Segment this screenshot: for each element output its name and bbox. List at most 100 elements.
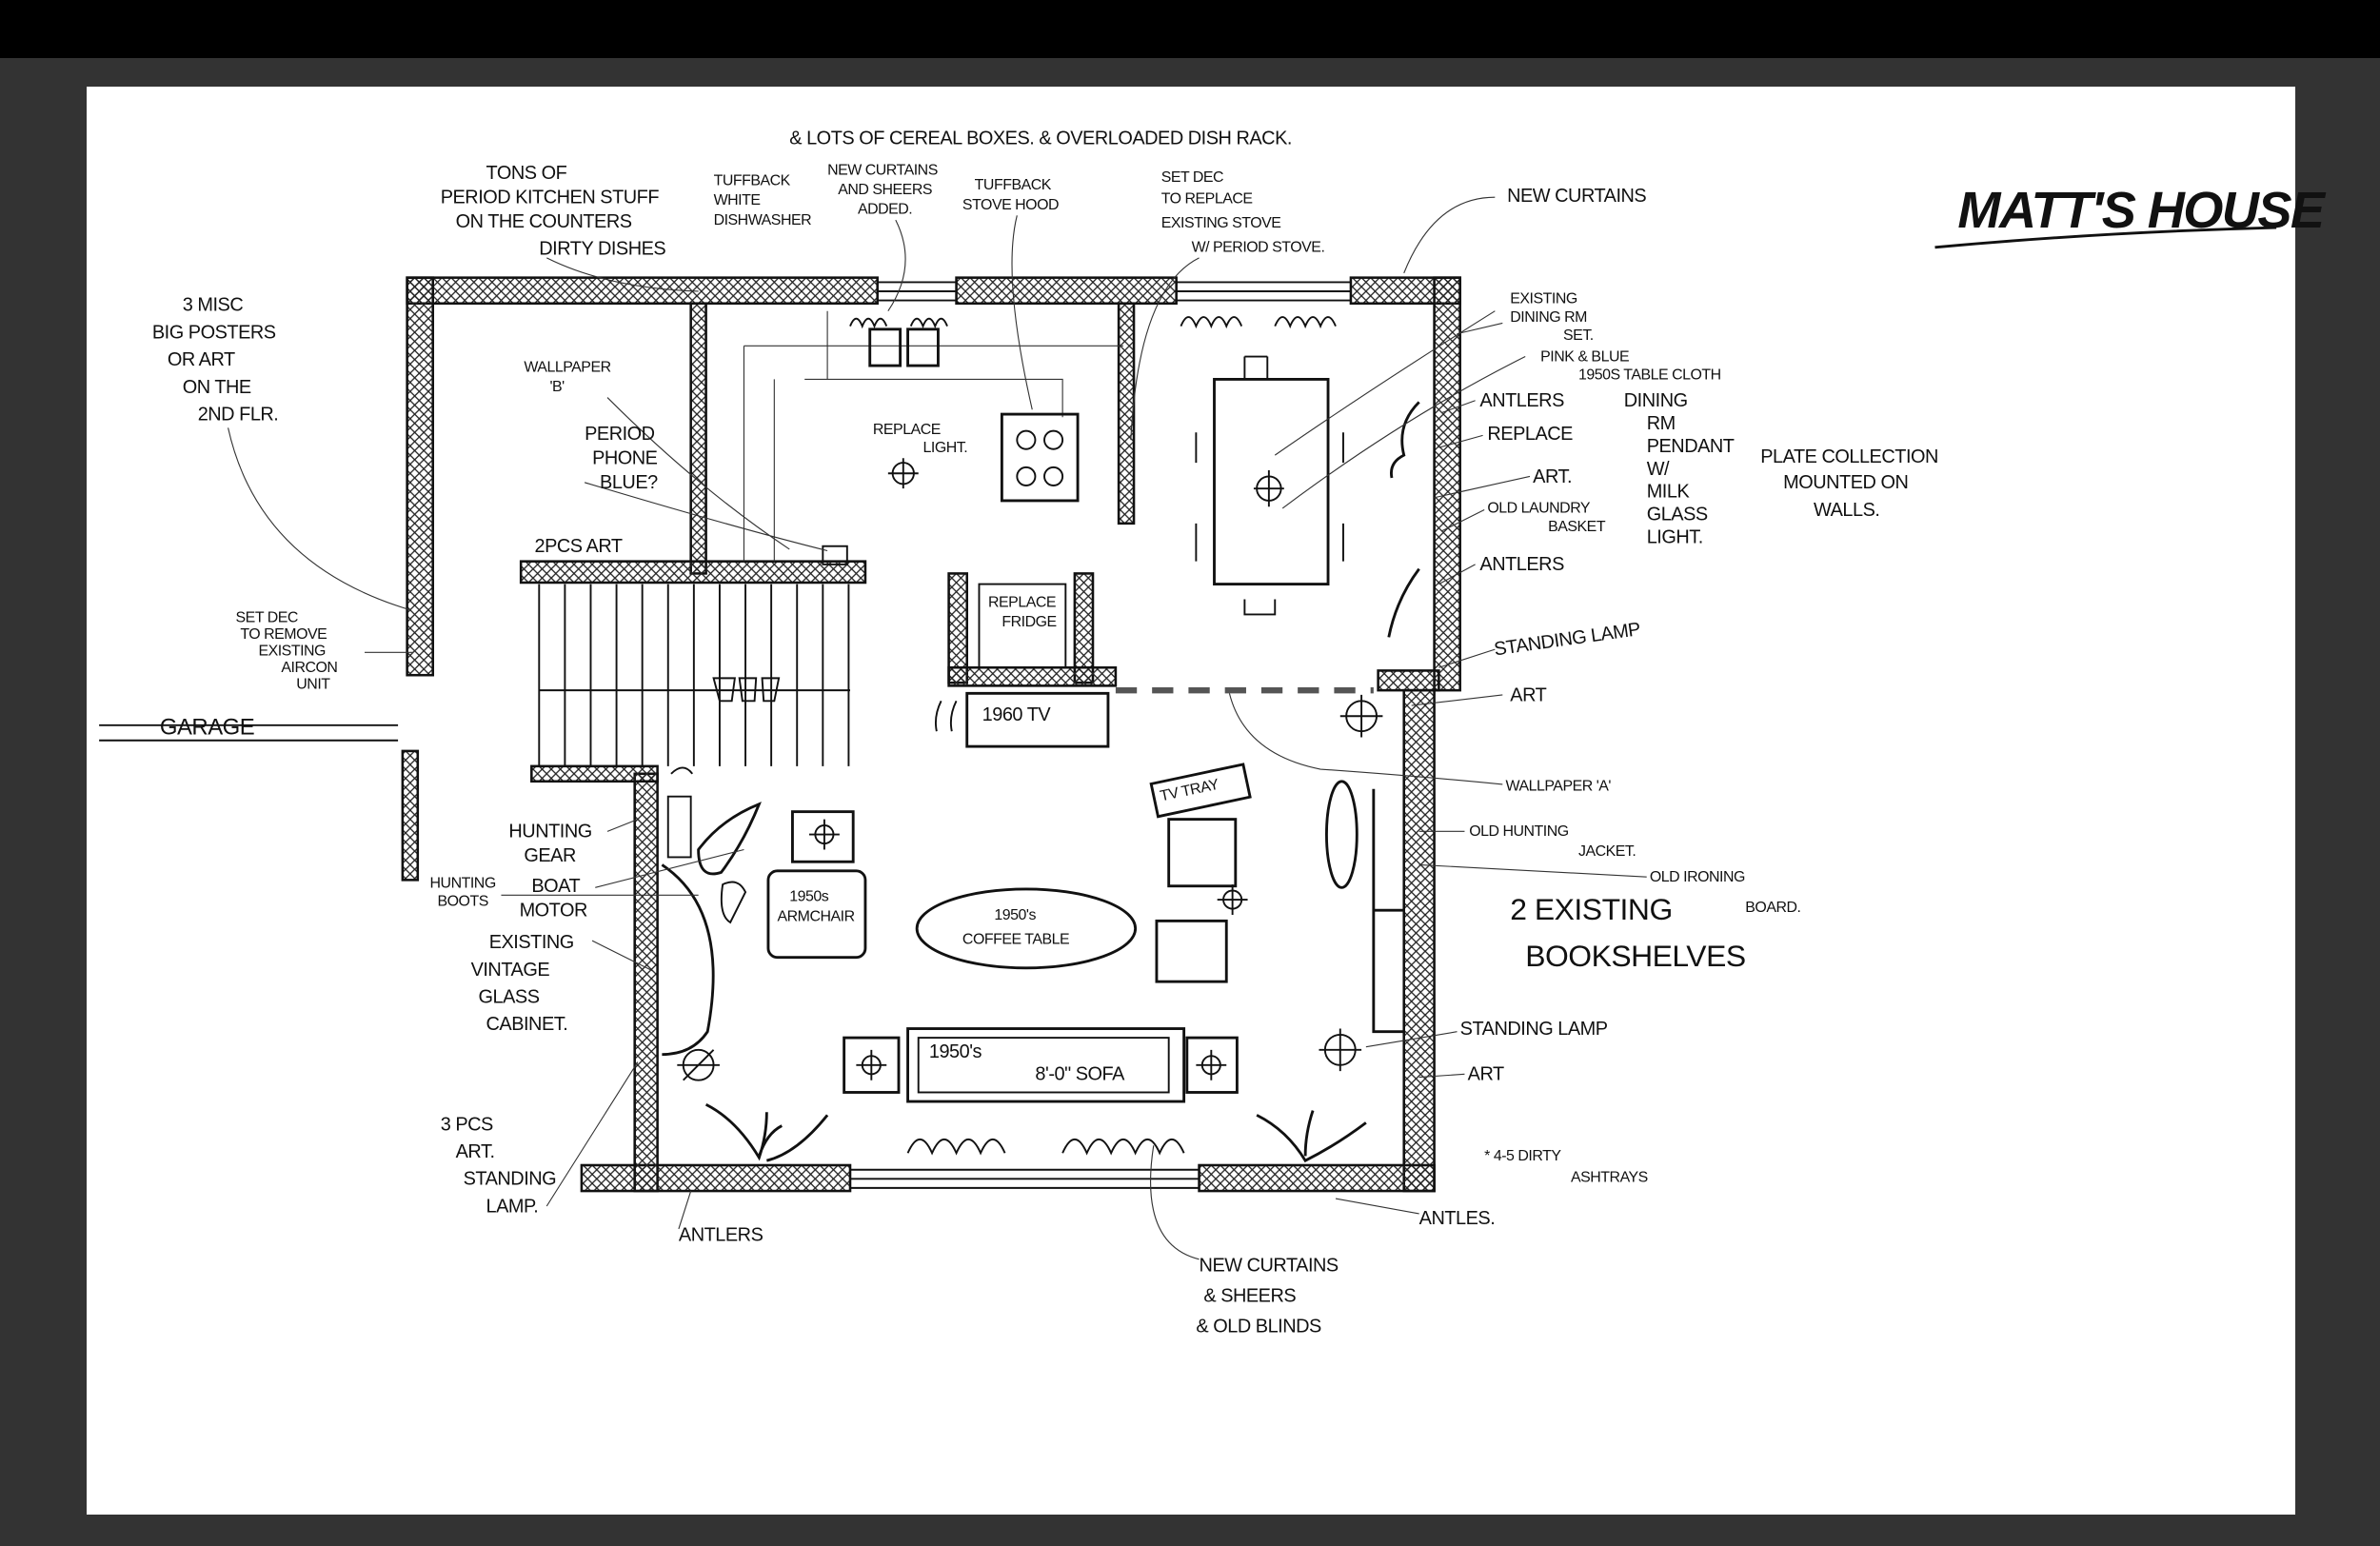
note-antlers-right: ANTLES. bbox=[1419, 1208, 1496, 1229]
standing-lamp-icon bbox=[1319, 1028, 1362, 1072]
right-wall-upper bbox=[1433, 276, 1461, 692]
right-wall-notch bbox=[1377, 669, 1440, 692]
stair-wall-stub bbox=[530, 764, 659, 783]
coffee-table bbox=[915, 887, 1138, 970]
lamp-icon bbox=[808, 819, 840, 850]
window-bottom bbox=[850, 1168, 1200, 1189]
sink-left bbox=[868, 327, 902, 367]
note-bottom-curtains: NEW CURTAINS & SHEERS & OLD BLINDS bbox=[1196, 1256, 1342, 1338]
note-standing-lamp-1: STANDING LAMP bbox=[1493, 619, 1642, 660]
pendant-light-icon bbox=[1253, 470, 1284, 507]
boat-motor bbox=[697, 802, 762, 876]
walls bbox=[99, 276, 1461, 1193]
note-left-art-lamp: 3 PCS ART. STANDING LAMP. bbox=[441, 1114, 562, 1217]
end-table-left bbox=[843, 1036, 901, 1094]
note-ironing-board: OLD IRONING BOARD. bbox=[1650, 869, 1801, 916]
note-wallpaper-b: WALLPAPER 'B' bbox=[524, 359, 614, 395]
note-pendant: REPLACE DINING RM PENDANT W/ MILK GLASS … bbox=[1487, 390, 1738, 547]
annotations: & LOTS OF CEREAL BOXES. & OVERLOADED DIS… bbox=[152, 128, 1943, 1338]
standing-lamp-icon bbox=[677, 1048, 720, 1081]
note-kitchen-stuff: TONS OF PERIOD KITCHEN STUFF ON THE COUN… bbox=[441, 163, 664, 232]
ironing-board bbox=[1325, 780, 1359, 889]
note-dirty-dishes: DIRTY DISHES bbox=[539, 239, 665, 260]
title-underline bbox=[1934, 226, 2277, 249]
note-kitchen-curtains: NEW CURTAINS AND SHEERS ADDED. bbox=[827, 162, 942, 217]
standing-lamp-icon bbox=[1339, 694, 1383, 738]
sketch-title: MATT'S HOUSE bbox=[1957, 182, 2326, 239]
armchair-1950s bbox=[766, 869, 867, 960]
sketch-paper bbox=[87, 87, 2295, 1515]
bookshelves bbox=[1372, 788, 1404, 1034]
side-table-lamp bbox=[791, 810, 855, 863]
armchair-right-1 bbox=[1167, 818, 1238, 888]
window-top-1 bbox=[877, 281, 957, 302]
middle-wall bbox=[519, 560, 867, 585]
lamp-icon bbox=[1217, 884, 1248, 916]
note-replace-light: REPLACE LIGHT. bbox=[873, 422, 967, 456]
note-fridge: REPLACE FRIDGE bbox=[988, 594, 1060, 630]
dining-furniture bbox=[1195, 355, 1344, 616]
kitchen-right-wall bbox=[1117, 302, 1136, 525]
kitchen-fixtures bbox=[743, 310, 1123, 669]
note-wallpaper-a: WALLPAPER 'A' bbox=[1505, 778, 1611, 794]
note-dining-set: EXISTING DINING RM SET. bbox=[1510, 291, 1593, 344]
note-tablecloth: PINK & BLUE 1950S TABLE CLOTH bbox=[1540, 348, 1721, 383]
note-plates: PLATE COLLECTION MOUNTED ON WALLS. bbox=[1760, 446, 1943, 521]
note-boat-motor: BOAT MOTOR bbox=[520, 876, 587, 921]
note-hunting-boots: HUNTING BOOTS bbox=[430, 875, 500, 909]
leader-lines bbox=[228, 196, 2277, 1260]
staircase bbox=[538, 584, 851, 766]
note-armchair: 1950s ARMCHAIR bbox=[778, 889, 855, 925]
note-stove-hood: TUFFBACK STOVE HOOD bbox=[962, 177, 1059, 213]
antlers-icons bbox=[704, 401, 1420, 1163]
note-hunting-jacket: OLD HUNTING JACKET. bbox=[1469, 823, 1636, 860]
fridge-wall-bottom bbox=[947, 665, 1118, 687]
dining-table bbox=[1213, 377, 1330, 586]
note-art-2: ART bbox=[1468, 1064, 1504, 1085]
garage-wall-stub bbox=[401, 749, 420, 882]
curtains bbox=[849, 316, 1337, 1156]
phone-table bbox=[822, 545, 848, 565]
left-wall-upper bbox=[406, 276, 435, 677]
note-hunting-gear: HUNTING GEAR bbox=[508, 822, 596, 866]
living-furniture bbox=[661, 691, 1404, 1103]
right-wall-lower bbox=[1402, 688, 1436, 1193]
end-table-right bbox=[1185, 1036, 1239, 1094]
note-antlers-dining-2: ANTLERS bbox=[1479, 554, 1564, 575]
fridge bbox=[978, 583, 1067, 669]
sofa bbox=[906, 1027, 1186, 1103]
note-stove: SET DEC TO REPLACE EXISTING STOVE W/ PER… bbox=[1161, 169, 1325, 255]
note-art-1: ART bbox=[1510, 684, 1546, 705]
note-garage: GARAGE bbox=[160, 714, 254, 740]
note-aircon: SET DEC TO REMOVE EXISTING AIRCON UNIT bbox=[236, 609, 342, 692]
armchair-right-2 bbox=[1155, 919, 1228, 983]
tv bbox=[965, 691, 1110, 748]
tv-tray bbox=[1149, 763, 1252, 819]
top-bar bbox=[0, 0, 2380, 58]
note-cereal-boxes: & LOTS OF CEREAL BOXES. & OVERLOADED DIS… bbox=[789, 128, 1292, 149]
note-antlers-dining-1: ANTLERS bbox=[1479, 390, 1564, 411]
note-ashtrays: * 4-5 DIRTY ASHTRAYS bbox=[1484, 1148, 1648, 1185]
bottom-wall-left bbox=[580, 1163, 852, 1193]
note-coffee-table: 1950's COFFEE TABLE bbox=[962, 907, 1069, 947]
lamp-icon bbox=[1196, 1049, 1227, 1080]
note-posters: 3 MISC BIG POSTERS OR ART ON THE 2ND FLR… bbox=[152, 295, 281, 426]
note-bookshelves: 2 EXISTING BOOKSHELVES bbox=[1510, 892, 1745, 973]
note-new-curtains-top: NEW CURTAINS bbox=[1507, 186, 1646, 207]
bottom-wall-right bbox=[1198, 1163, 1436, 1193]
lamp-icon bbox=[856, 1049, 887, 1080]
note-standing-lamp-2: STANDING LAMP bbox=[1460, 1019, 1608, 1040]
sink-right bbox=[906, 327, 940, 367]
top-wall-mid bbox=[955, 276, 1178, 306]
note-sofa: 1950's 8'-0" SOFA bbox=[929, 1041, 1125, 1085]
note-laundry: OLD LAUNDRY BASKET bbox=[1487, 501, 1605, 535]
left-wall-lower bbox=[633, 772, 659, 1193]
garage-lines bbox=[99, 723, 399, 742]
window-top-2 bbox=[1176, 281, 1351, 302]
note-phone: PERIOD PHONE BLUE? bbox=[585, 424, 662, 493]
note-tv: 1960 TV bbox=[982, 704, 1052, 725]
stove bbox=[1000, 412, 1080, 503]
note-dishwasher: TUFFBACK WHITE DISHWASHER bbox=[714, 172, 812, 228]
cabinet bbox=[661, 863, 715, 1057]
